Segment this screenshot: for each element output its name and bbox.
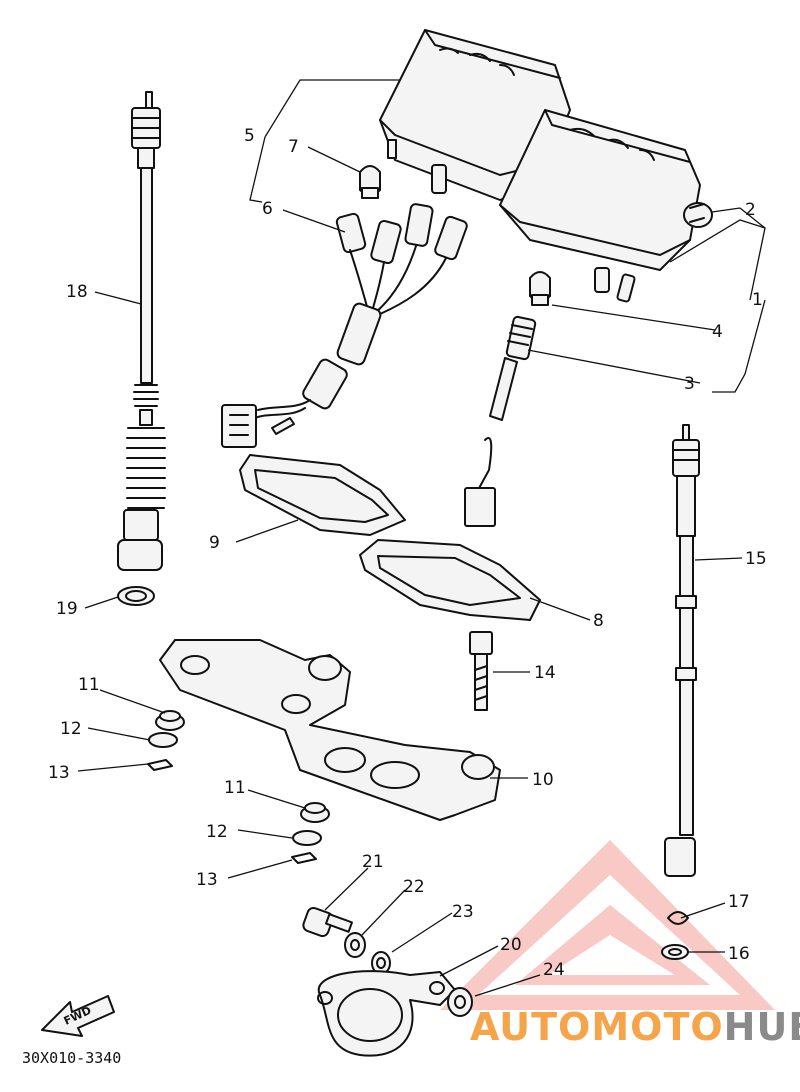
label-part-15: 15	[745, 549, 767, 569]
washer-part-22	[344, 932, 366, 958]
label-part-5: 5	[244, 126, 255, 146]
label-part-17: 17	[728, 892, 750, 912]
label-part-1: 1	[752, 290, 763, 310]
bulb-socket-part-3	[464, 315, 537, 527]
label-part-3: 3	[684, 374, 695, 394]
leader-lines	[77, 79, 766, 997]
label-part-11-upper: 11	[78, 675, 100, 695]
bulb-part-4	[529, 271, 551, 306]
washer-part-19	[117, 586, 155, 606]
label-part-20: 20	[500, 935, 522, 955]
label-part-4: 4	[712, 322, 723, 342]
label-part-19: 19	[56, 599, 78, 619]
gasket-part-8	[359, 539, 541, 621]
watermark-hub: HUB	[724, 1005, 800, 1049]
part-labels: 1 2 3 4 5 6 7 8 9 10 11 11 12 12 13 13 1…	[48, 126, 767, 980]
clip-part-13-lower	[291, 852, 317, 864]
label-part-13-upper: 13	[48, 763, 70, 783]
bulb-part-7	[359, 165, 381, 199]
washer-part-12-lower	[292, 830, 322, 846]
wire-harness-part-6	[221, 203, 468, 448]
nut-part-24	[447, 987, 473, 1017]
label-part-18: 18	[66, 282, 88, 302]
watermark-wordmark: AUTOMOTOHUB	[470, 1005, 800, 1049]
bolt-part-14	[469, 631, 493, 711]
label-part-24: 24	[543, 960, 565, 980]
label-part-10: 10	[532, 770, 554, 790]
clip-part-13-upper	[147, 759, 173, 771]
grommet-part-11-upper	[155, 710, 185, 731]
watermark-auto: AUTO	[470, 1005, 591, 1049]
grommet-part-11-lower	[300, 802, 330, 823]
tachometer-assembly	[499, 109, 713, 303]
svg-text:AUTOMOTOHUB: AUTOMOTOHUB	[470, 1005, 800, 1049]
gasket-part-9	[239, 454, 406, 536]
label-part-12-lower: 12	[206, 822, 228, 842]
speedometer-cable-part-18	[117, 91, 166, 571]
label-part-11-lower: 11	[224, 778, 246, 798]
label-part-8: 8	[593, 611, 604, 631]
label-part-22: 22	[403, 877, 425, 897]
label-part-13-lower: 13	[196, 870, 218, 890]
label-part-21: 21	[362, 852, 384, 872]
label-part-12-upper: 12	[60, 719, 82, 739]
label-part-23: 23	[452, 902, 474, 922]
watermark-moto: MOTO	[591, 1005, 723, 1049]
bolt-part-21	[302, 906, 353, 938]
label-part-14: 14	[534, 663, 556, 683]
bracket-part-10	[159, 639, 501, 821]
label-part-7: 7	[288, 137, 299, 157]
drawing-code: 30X010-3340	[22, 1049, 121, 1067]
tachometer-cable-part-15	[664, 424, 700, 877]
label-part-9: 9	[209, 533, 220, 553]
washer-part-12-upper	[148, 732, 178, 748]
label-part-6: 6	[262, 199, 273, 219]
watermark-logo	[440, 840, 775, 1010]
forward-direction-arrow: FWD	[41, 995, 115, 1037]
clamp-part-20	[317, 970, 456, 1057]
washer-part-16	[661, 944, 689, 960]
label-part-16: 16	[728, 944, 750, 964]
label-part-2: 2	[745, 200, 756, 220]
clip-part-17	[667, 911, 689, 925]
